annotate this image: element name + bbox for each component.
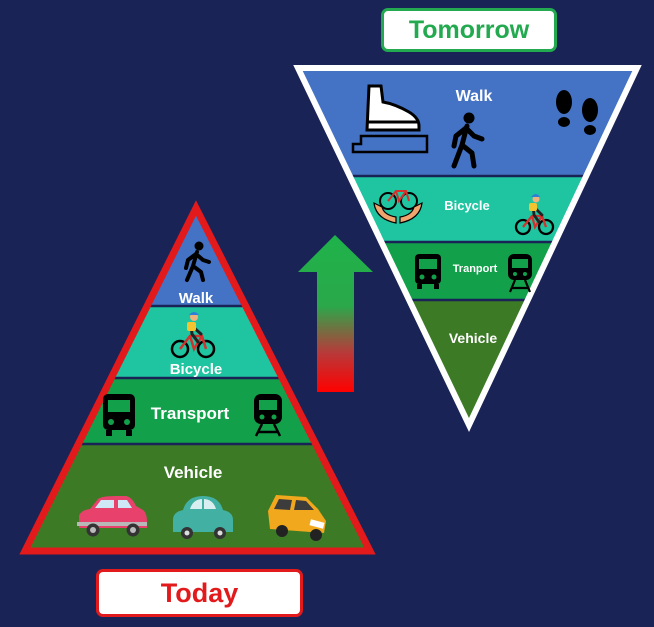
car-icon <box>173 496 233 539</box>
tomorrow-bicycle-label: Bicycle <box>444 198 490 213</box>
bus-icon <box>415 254 441 289</box>
today-vehicle-label: Vehicle <box>164 463 223 482</box>
today-transport-label: Transport <box>151 404 230 423</box>
tomorrow-vehicle-label: Vehicle <box>449 330 497 346</box>
tomorrow-walk-label: Walk <box>456 88 493 105</box>
tomorrow-transport-label: Tranport <box>453 263 498 275</box>
walking-person-icon <box>184 241 211 282</box>
bicycle-hands-icon <box>373 190 423 224</box>
cyclist-icon <box>170 312 216 359</box>
up-arrow <box>298 235 373 392</box>
tomorrow-label: Tomorrow <box>381 8 557 52</box>
today-walk-label: Walk <box>179 290 214 307</box>
train-icon <box>508 254 532 293</box>
train-icon <box>254 394 282 437</box>
walking-person-icon <box>451 112 485 169</box>
footprints-icon <box>556 90 598 135</box>
foot-step-icon <box>351 84 429 154</box>
today-bicycle-label: Bicycle <box>170 361 223 378</box>
car-icon <box>268 495 326 541</box>
tomorrow-pyramid-outline <box>293 65 642 432</box>
cyclist-icon <box>514 194 555 236</box>
today-pyramid-outline <box>19 200 376 555</box>
today-label: Today <box>96 569 303 617</box>
bus-icon <box>103 394 135 436</box>
car-icon <box>77 496 147 537</box>
